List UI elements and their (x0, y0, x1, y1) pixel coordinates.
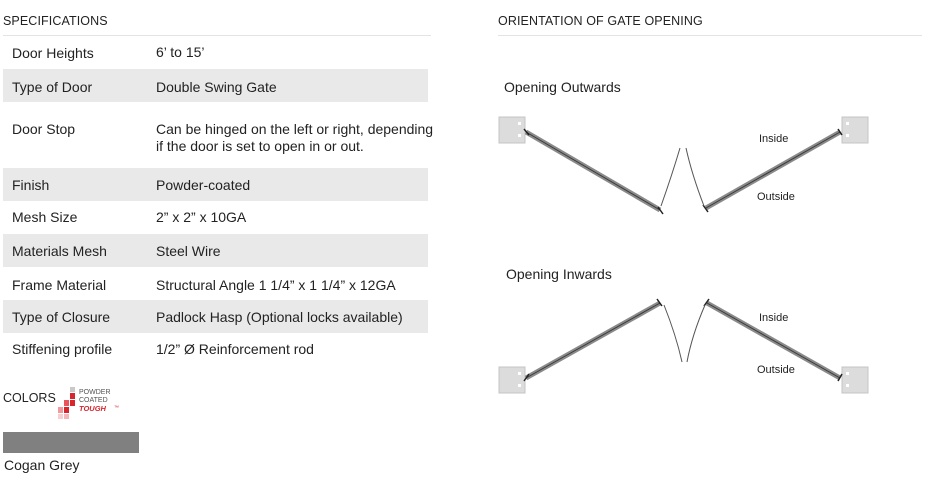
logo-trademark: ™ (114, 405, 119, 411)
swing-arc-right (685, 147, 705, 207)
spec-label: Materials Mesh (12, 243, 107, 259)
spec-label: Frame Material (12, 277, 107, 293)
left-post (498, 116, 526, 144)
orientation-heading: ORIENTATION OF GATE OPENING (498, 14, 703, 28)
inwards-inside-label: Inside (759, 312, 789, 324)
spec-value: Steel Wire (156, 243, 221, 259)
left-post (498, 366, 526, 394)
opening-outwards-diagram (498, 116, 869, 215)
right-post (841, 366, 869, 394)
swing-arc-right (686, 304, 706, 363)
spec-label: Mesh Size (12, 209, 78, 225)
opening-inwards-diagram (498, 298, 869, 394)
spec-value: 2” x 2” x 10GA (156, 209, 247, 225)
color-swatch-name: Cogan Grey (4, 457, 80, 473)
spec-value: 6’ to 15’ (156, 44, 205, 60)
spec-row-mesh-size: Mesh Size 2” x 2” x 10GA (3, 201, 428, 234)
spec-row-type-of-door: Type of Door Double Swing Gate (3, 69, 428, 102)
spec-row-door-heights: Door Heights 6’ to 15’ (3, 36, 428, 69)
orientation-divider (498, 35, 922, 36)
spec-value: Double Swing Gate (156, 79, 277, 95)
specifications-heading: SPECIFICATIONS (3, 14, 108, 28)
specifications-divider (3, 35, 431, 36)
spec-row-stiffening-profile: Stiffening profile 1/2” Ø Reinforcement … (3, 333, 428, 366)
swing-arc-left (660, 147, 681, 207)
logo-mark-icon (58, 387, 75, 419)
swing-arc-left (663, 304, 683, 363)
color-swatch-cogan-grey (3, 432, 139, 453)
logo-line-3: TOUGH (79, 404, 107, 413)
spec-value: Structural Angle 1 1/4” x 1 1/4” x 12GA (156, 277, 396, 293)
logo-line-2: COATED (79, 397, 108, 404)
colors-heading: COLORS (3, 391, 56, 405)
inwards-outside-label: Outside (757, 364, 795, 376)
powder-coated-tough-logo: POWDER COATED TOUGH ™ (58, 387, 119, 419)
spec-value: Powder-coated (156, 177, 251, 193)
outwards-inside-label: Inside (759, 133, 789, 145)
spec-row-finish: Finish Powder-coated (3, 168, 428, 201)
spec-label: Type of Door (12, 79, 93, 95)
spec-row-type-of-closure: Type of Closure Padlock Hasp (Optional l… (3, 300, 428, 333)
opening-outwards-title: Opening Outwards (504, 79, 621, 95)
spec-row-frame-material: Frame Material Structural Angle 1 1/4” x… (3, 267, 428, 300)
spec-value: Padlock Hasp (Optional locks available) (156, 309, 403, 325)
spec-label: Finish (12, 177, 50, 193)
spec-row-door-stop: Door Stop Can be hinged on the left or r… (3, 102, 433, 168)
spec-label: Door Heights (12, 45, 94, 61)
outwards-outside-label: Outside (757, 191, 795, 203)
spec-value: Can be hinged on the left or right, depe… (156, 121, 434, 154)
spec-value: 1/2” Ø Reinforcement rod (156, 341, 314, 357)
spec-row-materials-mesh: Materials Mesh Steel Wire (3, 234, 428, 267)
logo-line-1: POWDER (79, 389, 111, 396)
right-post (841, 116, 869, 144)
spec-label: Door Stop (12, 121, 76, 137)
opening-inwards-title: Opening Inwards (506, 266, 612, 282)
spec-label: Stiffening profile (12, 341, 113, 357)
spec-label: Type of Closure (12, 309, 111, 325)
